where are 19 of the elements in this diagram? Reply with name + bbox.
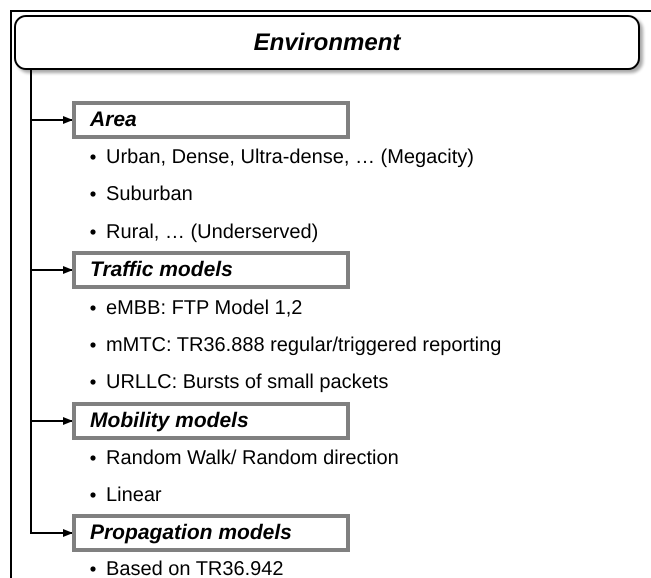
list-item-text: Random Walk/ Random direction xyxy=(106,446,399,470)
list-item-text: Linear xyxy=(106,483,162,507)
list-item-text: mMTC: TR36.888 regular/triggered reporting xyxy=(106,333,502,357)
category-box xyxy=(72,402,350,440)
category-box xyxy=(72,514,350,552)
title-box xyxy=(14,15,640,70)
title-text: Environment xyxy=(254,28,400,58)
list-item-text: Suburban xyxy=(106,182,193,206)
category-box xyxy=(72,251,350,289)
category-label: Mobility models xyxy=(90,408,249,434)
list-item-text: Urban, Dense, Ultra-dense, … (Megacity) xyxy=(106,145,474,169)
category-label: Traffic models xyxy=(90,257,233,284)
category-box xyxy=(72,101,350,139)
category-label: Propagation models xyxy=(90,520,292,546)
list-item-text: eMBB: FTP Model 1,2 xyxy=(106,296,302,320)
list-item-text: Rural, … (Underserved) xyxy=(106,220,318,244)
category-label: Area xyxy=(90,107,137,134)
list-item-text: URLLC: Bursts of small packets xyxy=(106,370,388,394)
list-item-text: Based on TR36.942 xyxy=(106,557,284,578)
